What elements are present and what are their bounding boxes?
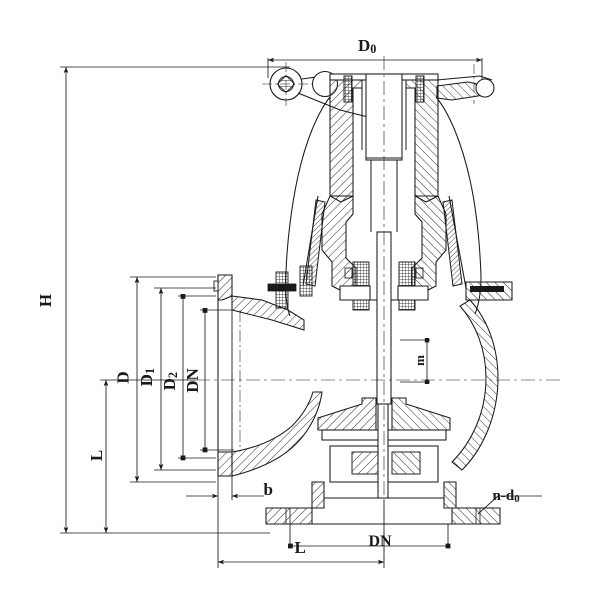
dimension-label-b: b [264,481,273,498]
base-skirt-right [443,481,457,509]
inlet-stud-bolt-2 [299,265,313,297]
dimension-label-subscript: 0 [514,492,520,505]
dimension-D0 [267,57,483,80]
dimension-D [130,276,216,483]
dimension-label-text: L [86,449,106,461]
outlet-body-shell [451,281,513,471]
dimension-label-d0: D0 [358,37,376,55]
inlet-raised-face [213,280,219,292]
centrelines [196,56,560,560]
inlet-neck-upper [231,295,305,331]
dimension-label-d2: D2 [159,372,181,391]
dimension-H [60,66,290,534]
yoke-rib-right [442,199,463,287]
dimension-label-subscript: 2 [166,372,181,379]
dimension-DN-horizontal [288,524,451,549]
cap-screw-left [343,75,353,103]
dimension-label-dn2: DN [369,534,392,550]
dimension-label-subscript: 0 [370,42,377,57]
cap-screw-right [415,75,425,103]
dimension-label-h: H [35,293,55,307]
dimension-label-d1: D1 [136,368,158,387]
dimension-label-text: L [294,537,306,557]
inlet-flange-plate-upper [217,274,233,301]
dimension-label-text: b [263,479,273,499]
inlet-neck-lower [231,391,323,477]
dimension-label-d: D [113,370,133,384]
dimension-label-text: D [159,378,179,391]
dimension-label-text: H [35,293,55,307]
dimension-D2 [178,294,216,461]
base-skirt-left [311,481,325,509]
dimension-L-vertical [100,379,196,534]
dimension-label-text: DN [368,533,392,550]
leader-n-d0 [477,495,542,515]
dimension-label-l1: L [86,449,106,461]
dimension-label-text: DN [182,367,202,393]
guide-bush-left [351,451,381,475]
outlet-shell-wall [451,299,499,471]
disc-holder-right [391,397,451,431]
dimension-label-text: D [113,370,133,384]
dimension-D1 [154,287,216,471]
gland-packing-assembly [339,261,429,311]
bottom-base-flange [265,481,501,525]
dimension-label-m: m [411,354,427,366]
dimension-label-l2: L [295,539,306,556]
inlet-flange-plate-lower [217,451,233,477]
dimension-label-text: m [411,354,427,366]
guide-bush-right [391,451,421,475]
dimension-label-text: n-d [492,488,515,504]
dimension-m [400,338,430,384]
dimension-DN-vertical [200,308,234,453]
dimension-label-text: D [136,374,156,387]
leader-line-n-d0 [477,495,499,515]
dimension-label-text: D [358,36,371,55]
outlet-flange-bolt [470,286,504,292]
inlet-flange-assembly [213,274,323,477]
dimension-b [186,470,264,500]
disc-holder-left [317,397,377,431]
inlet-bolting [267,265,313,309]
dimension-L-horizontal [217,500,385,568]
dimension-label-subscript: 1 [143,368,158,375]
lever-end-knob-right [475,78,495,98]
base-foot-left [265,507,313,525]
stem-lower-extension [377,397,389,499]
dimension-label-n-d0: n-d0 [493,489,520,505]
inlet-bolt-nut [267,283,297,292]
yoke-rib-left [305,199,326,287]
gland-flange [339,285,429,301]
dimension-label-dn1: DN [182,367,202,393]
